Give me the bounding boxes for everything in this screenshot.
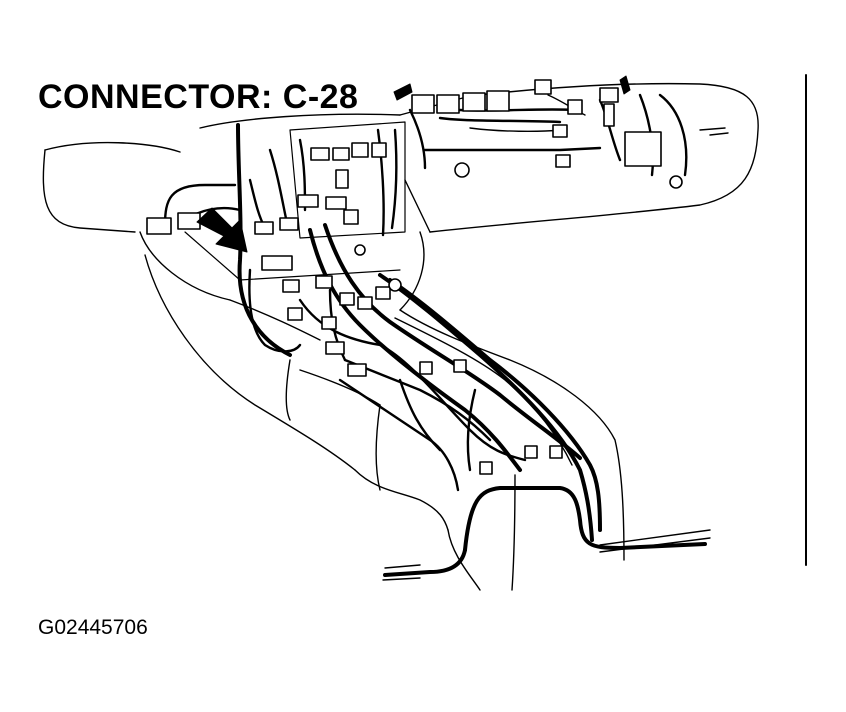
ground-terminals (354, 162, 683, 292)
connector-blocks (146, 79, 662, 475)
figure-id-label: G02445706 (38, 616, 148, 639)
secondary-wires (163, 93, 688, 492)
main-harness (236, 123, 707, 577)
diagram-title: CONNECTOR: C-28 (38, 78, 359, 116)
arrow-pointer-icon (196, 207, 248, 253)
connector-plug (393, 83, 413, 101)
body-outline (42, 82, 759, 591)
connector-plug-2 (619, 75, 631, 95)
